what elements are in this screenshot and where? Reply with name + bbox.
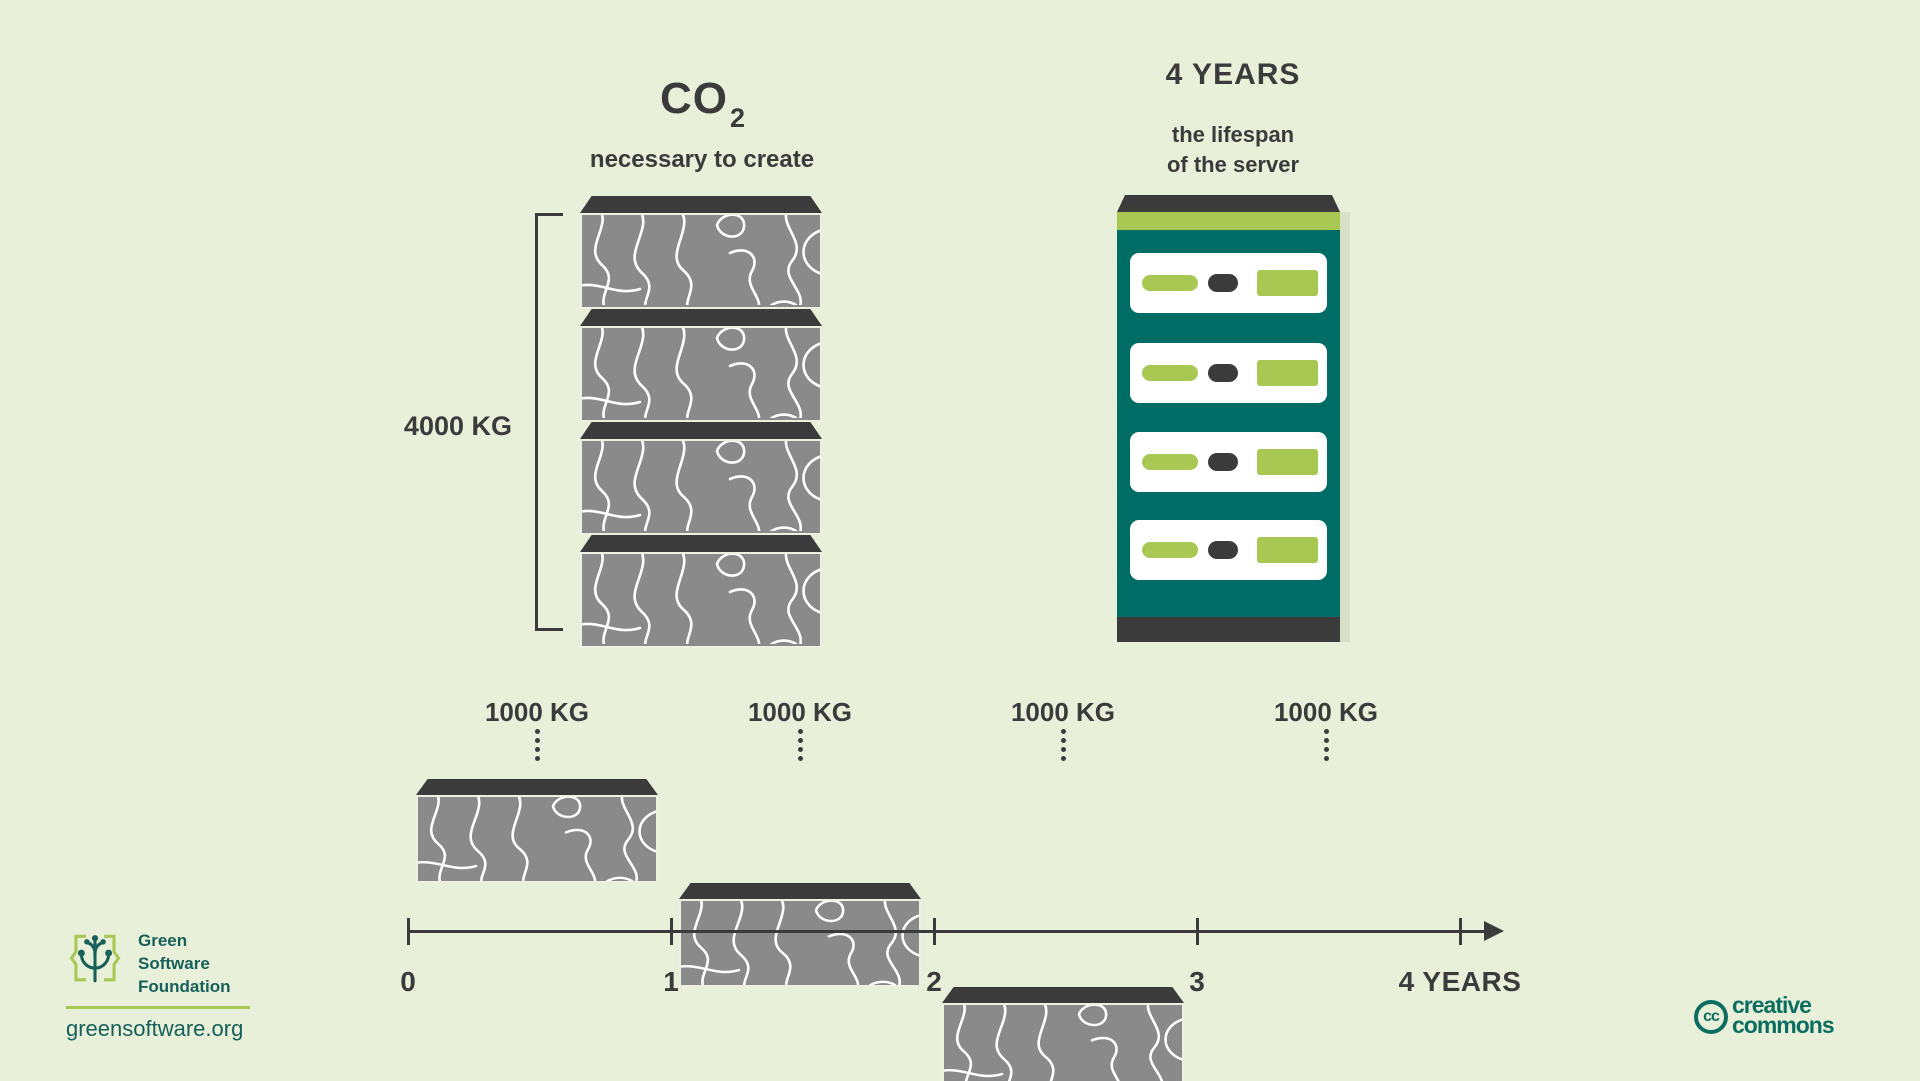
co2-block xyxy=(580,535,822,648)
gsf-wordmark-line2: Software xyxy=(138,954,210,973)
co2-block-top-face xyxy=(580,309,822,326)
server-side-shade xyxy=(1340,212,1350,642)
server-button-icon xyxy=(1208,541,1238,559)
co2-block-top-face xyxy=(942,987,1184,1003)
co2-block-top-face xyxy=(679,883,921,899)
co2-block-front-face xyxy=(416,795,658,883)
yearly-co2-block xyxy=(942,987,1184,1081)
server-button-icon xyxy=(1208,364,1238,382)
timeline-tick xyxy=(407,918,410,945)
dotted-connector xyxy=(1323,729,1329,761)
timeline-tick xyxy=(1196,918,1199,945)
cc-wordmark-line1: creative xyxy=(1732,992,1812,1018)
co2-title-subscript: 2 xyxy=(729,103,747,133)
yearly-co2-block xyxy=(416,779,658,883)
total-bracket xyxy=(535,213,563,631)
server-button-icon xyxy=(1208,453,1238,471)
cc-wordmark[interactable]: creative commons xyxy=(1732,992,1835,1038)
topographic-texture-icon xyxy=(582,215,820,305)
co2-block-front-face xyxy=(942,1003,1184,1081)
server-accent-band xyxy=(1117,212,1340,230)
server-unit xyxy=(1130,253,1327,313)
dotted-connector xyxy=(534,729,540,761)
co2-block-front-face xyxy=(580,439,822,535)
server-led-bar-icon xyxy=(1142,275,1198,291)
co2-subtitle: necessary to create xyxy=(589,146,815,173)
server-button-icon xyxy=(1208,274,1238,292)
timeline-tick-label: 1 xyxy=(663,966,679,997)
yearly-co2-label: 1000 KG xyxy=(484,697,590,727)
tree-in-brackets-icon xyxy=(69,934,121,983)
co2-block xyxy=(580,196,822,309)
server-led-bar-icon xyxy=(1142,365,1198,381)
co2-block xyxy=(580,422,822,535)
timeline-axis xyxy=(408,930,1486,933)
server-subtitle: the lifespan of the server xyxy=(1083,120,1383,180)
co2-title: CO2 xyxy=(527,74,877,133)
topographic-texture-icon xyxy=(944,1005,1182,1081)
co2-block-top-face xyxy=(580,535,822,552)
gsf-divider xyxy=(66,1006,250,1009)
co2-block-front-face xyxy=(580,552,822,648)
co2-block-top-face xyxy=(416,779,658,795)
server-vent-icon xyxy=(1257,360,1318,386)
co2-block-top-face xyxy=(580,422,822,439)
timeline-tick xyxy=(933,918,936,945)
co2-title-main: CO xyxy=(659,74,728,123)
topographic-texture-icon xyxy=(582,328,820,418)
server-base xyxy=(1117,617,1340,642)
cc-circle-icon[interactable]: cc xyxy=(1694,1000,1728,1034)
timeline-tick-label: 0 xyxy=(400,966,416,997)
co2-block-front-face xyxy=(679,899,921,987)
server-vent-icon xyxy=(1257,270,1318,296)
server-subtitle-line1: the lifespan xyxy=(1171,122,1295,147)
timeline-tick xyxy=(1459,918,1462,945)
co2-block-top-face xyxy=(580,196,822,213)
gsf-wordmark: Green Software Foundation xyxy=(138,929,231,998)
timeline-tick-label: 3 xyxy=(1189,966,1205,997)
timeline-tick-label: 2 xyxy=(926,966,942,997)
server-unit xyxy=(1130,343,1327,403)
server-vent-icon xyxy=(1257,537,1318,563)
server-vent-icon xyxy=(1257,449,1318,475)
server-led-bar-icon xyxy=(1142,454,1198,470)
yearly-co2-label: 1000 KG xyxy=(1273,697,1379,727)
yearly-co2-label: 1000 KG xyxy=(1010,697,1116,727)
co2-block-stack xyxy=(580,196,822,648)
arrow-right-icon xyxy=(1484,921,1504,941)
timeline-end-label: 4 YEARS xyxy=(1398,966,1522,997)
gsf-wordmark-line1: Green xyxy=(138,931,188,950)
co2-block-front-face xyxy=(580,326,822,422)
server-unit xyxy=(1130,432,1327,492)
dotted-connector xyxy=(797,729,803,761)
total-co2-label: 4000 KG xyxy=(403,411,512,441)
yearly-co2-block xyxy=(679,883,921,987)
server-unit xyxy=(1130,520,1327,580)
yearly-co2-label: 1000 KG xyxy=(747,697,853,727)
topographic-texture-icon xyxy=(418,797,656,881)
dotted-connector xyxy=(1060,729,1066,761)
topographic-texture-icon xyxy=(582,554,820,644)
server-rack xyxy=(1117,195,1350,642)
timeline-tick xyxy=(670,918,673,945)
co2-block xyxy=(580,309,822,422)
topographic-texture-icon xyxy=(582,441,820,531)
cc-wordmark-line2: commons xyxy=(1732,1012,1835,1038)
gsf-wordmark-line3: Foundation xyxy=(138,977,231,996)
gsf-website-link[interactable]: greensoftware.org xyxy=(66,1016,244,1041)
server-led-bar-icon xyxy=(1142,542,1198,558)
server-subtitle-line2: of the server xyxy=(1166,152,1300,177)
server-title: 4 YEARS xyxy=(1165,58,1301,91)
server-top-face xyxy=(1117,195,1340,212)
co2-block-front-face xyxy=(580,213,822,309)
